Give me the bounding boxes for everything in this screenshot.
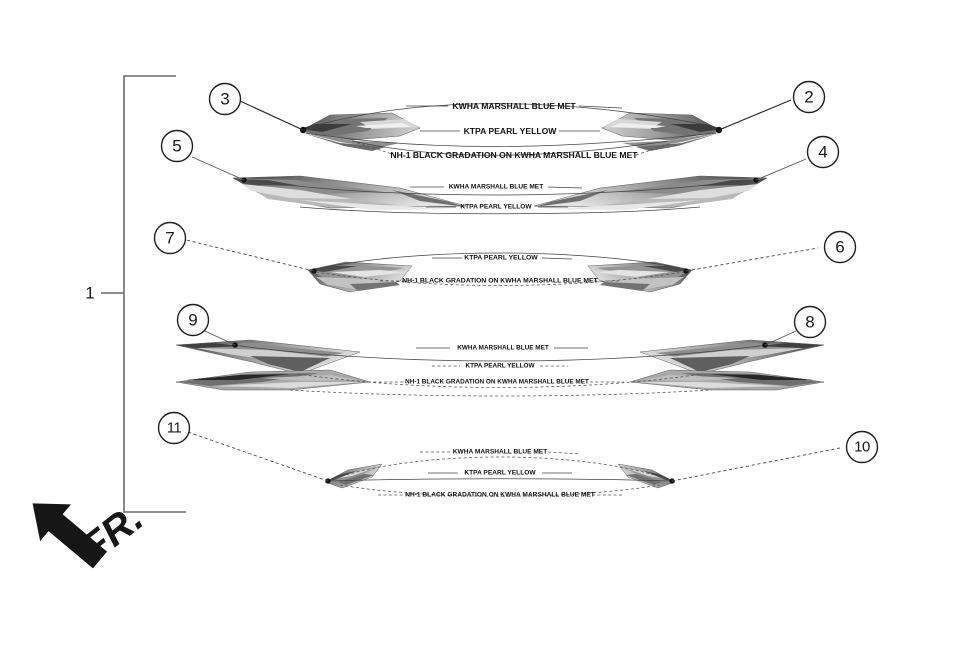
spec-label-pearl-yellow-5: KTPA PEARL YELLOW	[464, 470, 536, 477]
part-shape-left-2	[232, 175, 467, 210]
callout-8[interactable]: 8	[793, 305, 827, 339]
callout-number-6: 6	[835, 238, 844, 257]
callout-circle-3[interactable]	[208, 82, 242, 116]
callout-number-11: 11	[167, 420, 182, 437]
spec-label-black-gradation-4: NH-1 BLACK GRADATION ON KWHA MARSHALL BL…	[405, 379, 589, 386]
callout-11[interactable]: 11	[157, 411, 191, 445]
callout-circle-11[interactable]	[157, 411, 191, 445]
callout-10[interactable]: 10	[845, 430, 879, 464]
front-direction-marker: FR.	[32, 496, 151, 570]
part-shape-right-2	[533, 175, 768, 210]
spec-label-black-gradation-5: NH-1 BLACK GRADATION ON KWHA MARSHALL BL…	[405, 492, 595, 499]
callout-9[interactable]: 9	[176, 303, 210, 337]
callout-number-5: 5	[172, 137, 181, 156]
assembly-bracket	[101, 75, 186, 513]
callout-number-10: 10	[854, 439, 870, 456]
spec-label-blue-met-2: KWHA MARSHALL BLUE MET	[449, 184, 544, 191]
spec-label-pearl-yellow-3: KTPA PEARL YELLOW	[464, 255, 538, 262]
part-group-2: KWHA MARSHALL BLUE MET KTPA PEARL YELLOW	[191, 156, 807, 215]
part-shape-left-5	[324, 463, 383, 489]
part-shape-right-5	[617, 463, 676, 489]
callout-number-8: 8	[805, 313, 814, 332]
spec-label-black-gradation-3: NH-1 BLACK GRADATION ON KWHA MARSHALL BL…	[402, 278, 598, 285]
callout-number-4: 4	[818, 143, 827, 162]
part-shape-left-4	[175, 339, 371, 391]
callout-number-9: 9	[188, 311, 197, 330]
spec-label-pearl-yellow-1: KTPA PEARL YELLOW	[464, 126, 558, 136]
callout-3[interactable]: 3	[208, 82, 242, 116]
callout-circle-8[interactable]	[793, 305, 827, 339]
bracket-callout-1: 1	[85, 284, 94, 303]
callout-7[interactable]: 7	[153, 221, 187, 255]
callout-circle-10[interactable]	[845, 430, 879, 464]
callout-circle-7[interactable]	[153, 221, 187, 255]
part-shape-right-4	[629, 339, 825, 391]
part-group-4: KWHA MARSHALL BLUE MET KTPA PEARL YELLOW…	[175, 330, 825, 397]
callout-number-7: 7	[165, 229, 174, 248]
spec-label-pearl-yellow-2: KTPA PEARL YELLOW	[460, 204, 532, 211]
callout-circle-9[interactable]	[176, 303, 210, 337]
callout-5[interactable]: 5	[160, 129, 194, 163]
part-group-1: KWHA MARSHALL BLUE MET KTPA PEARL YELLOW…	[239, 99, 792, 160]
part-shape-right-3	[587, 261, 693, 293]
part-shape-left-3	[307, 261, 413, 293]
callout-circle-4[interactable]	[806, 135, 840, 169]
spec-label-blue-met-5: KWHA MARSHALL BLUE MET	[453, 449, 548, 456]
part-shape-left-1	[299, 112, 421, 151]
callout-6[interactable]: 6	[823, 230, 857, 264]
callout-2[interactable]: 2	[792, 80, 826, 114]
spec-label-pearl-yellow-4: KTPA PEARL YELLOW	[466, 363, 536, 370]
part-shape-right-1	[601, 112, 723, 151]
callout-circle-6[interactable]	[823, 230, 857, 264]
spec-label-black-gradation-1: NH-1 BLACK GRADATION ON KWHA MARSHALL BL…	[390, 150, 638, 160]
fr-arrow-icon	[32, 503, 108, 569]
part-group-5: KWHA MARSHALL BLUE MET KTPA PEARL YELLOW…	[187, 431, 841, 499]
spec-label-blue-met-1: KWHA MARSHALL BLUE MET	[452, 101, 576, 111]
callout-circle-5[interactable]	[160, 129, 194, 163]
part-group-3: KTPA PEARL YELLOW NH-1 BLACK GRADATION O…	[185, 239, 819, 293]
spec-label-blue-met-4: KWHA MARSHALL BLUE MET	[457, 345, 549, 352]
callout-number-2: 2	[804, 88, 813, 107]
callout-number-3: 3	[220, 90, 229, 109]
callout-4[interactable]: 4	[806, 135, 840, 169]
callout-circle-2[interactable]	[792, 80, 826, 114]
